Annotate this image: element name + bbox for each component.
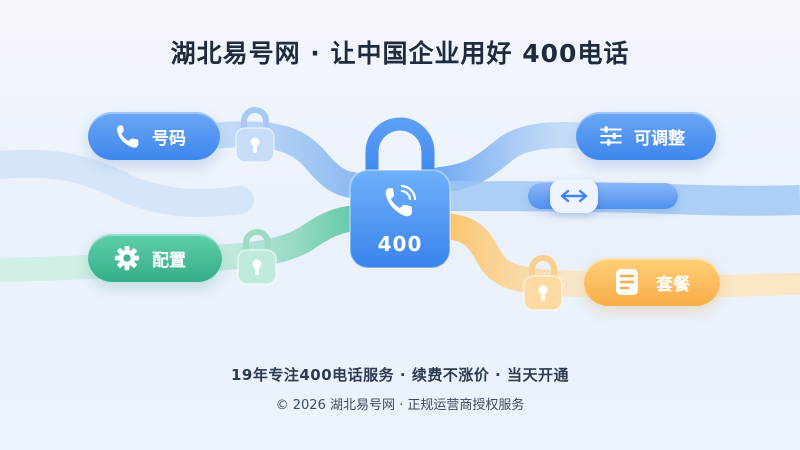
phone-icon-center	[385, 184, 417, 217]
footer-copyright: © 2026 湖北易号网 · 正规运营商授权服务	[275, 398, 525, 413]
lock-icon-orange-small	[523, 255, 563, 311]
pill-number[interactable]: 号码	[88, 112, 220, 160]
pill-adjust-label: 可调整	[634, 128, 685, 149]
ribbon-green-to-lock	[197, 205, 375, 271]
lock-icon-green-small	[237, 229, 277, 285]
gear-icon	[114, 245, 140, 271]
pill-package-label: 套餐	[656, 274, 690, 295]
pill-config[interactable]: 配置	[88, 234, 222, 282]
center-lock-label: 400	[377, 232, 423, 256]
sliders-icon	[598, 123, 624, 149]
lock-icon-blue-small	[235, 107, 275, 163]
slider-handle[interactable]	[550, 179, 598, 213]
tagline: 19年专注400电话服务 · 续费不涨价 · 当天开通	[231, 366, 569, 384]
ribbon-blue-right-top	[427, 122, 603, 193]
pill-adjust[interactable]: 可调整	[576, 112, 716, 160]
phone-icon	[114, 123, 140, 149]
arrows-horizontal-icon	[560, 189, 588, 203]
ribbon-left-faint	[0, 149, 254, 217]
ribbon-orange-tail	[709, 273, 800, 297]
pill-package[interactable]: 套餐	[584, 258, 720, 306]
pill-config-label: 配置	[152, 250, 186, 271]
document-icon	[614, 269, 640, 295]
lock-icon-center	[349, 117, 451, 269]
range-slider[interactable]	[528, 179, 678, 213]
pill-number-label: 号码	[152, 128, 186, 149]
page-title: 湖北易号网 · 让中国企业用好 400电话	[170, 39, 630, 68]
